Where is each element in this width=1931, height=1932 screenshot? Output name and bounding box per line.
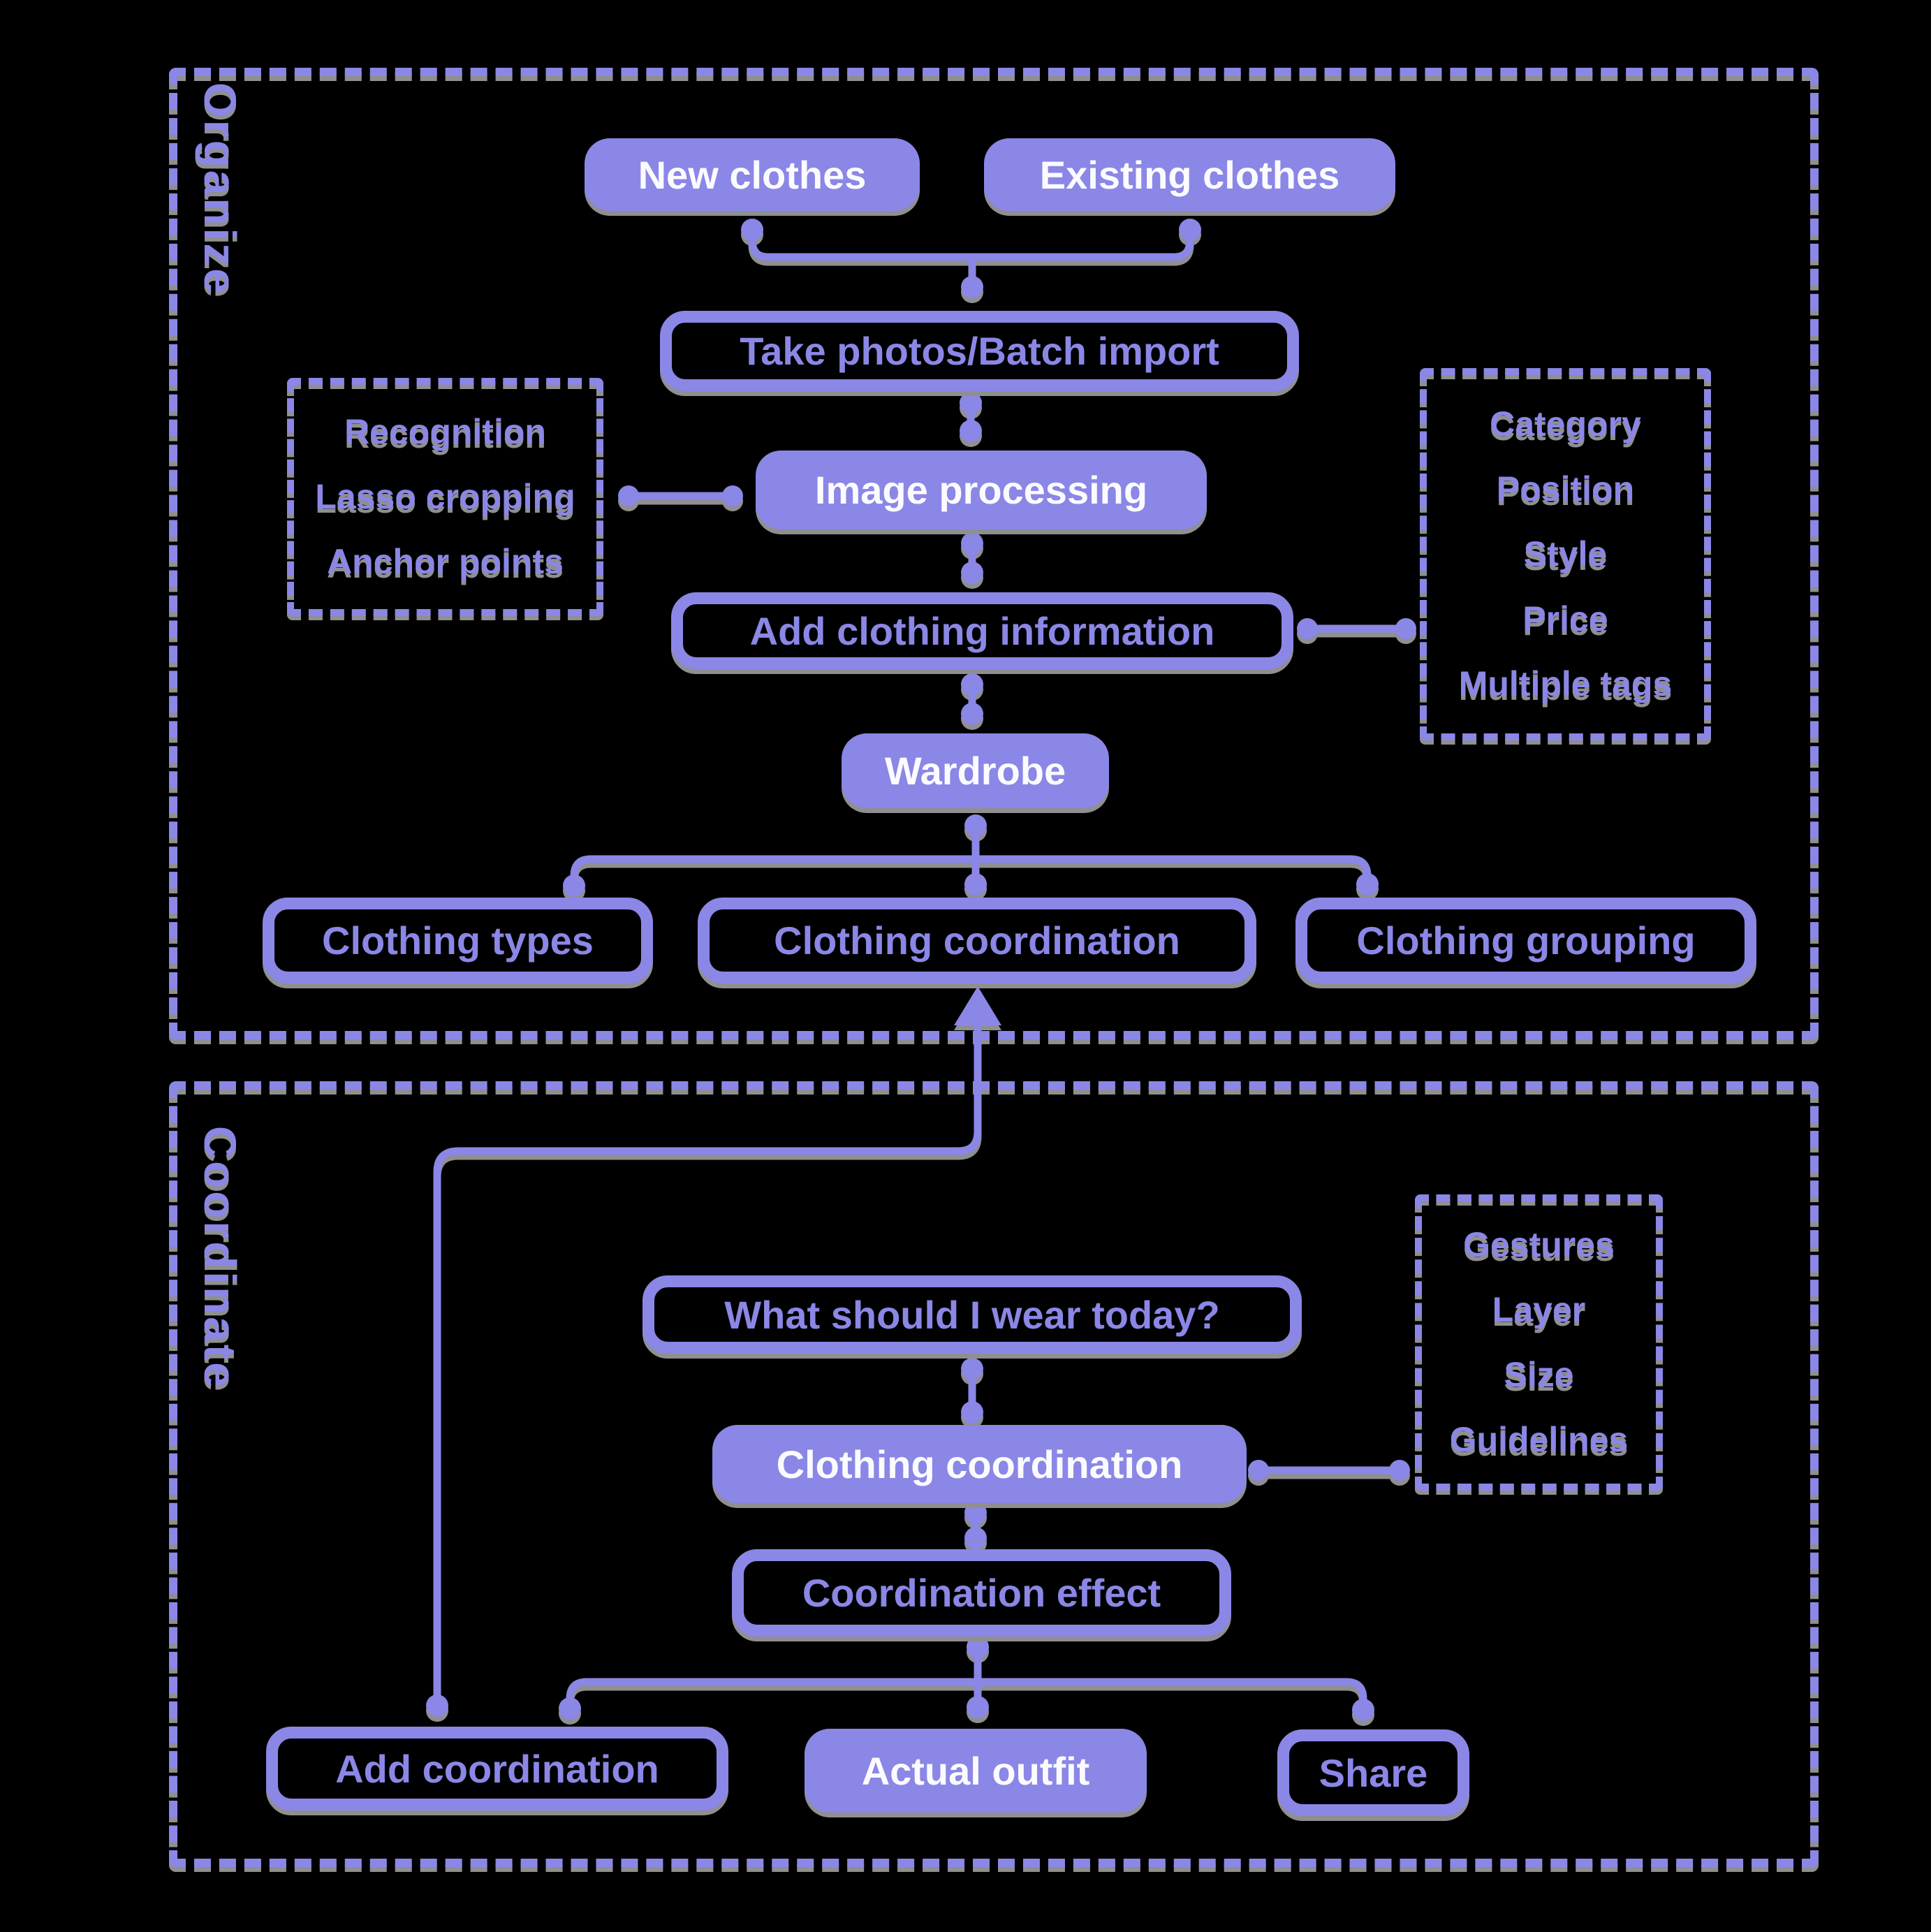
connector-add-coordination-to-clothing-coordination bbox=[426, 986, 1001, 1717]
coordinate-section-label: Coordinate bbox=[195, 1126, 245, 1390]
note-line: Guidelines bbox=[1449, 1420, 1629, 1459]
node-what-should-i-wear-today: What should I wear today? bbox=[643, 1275, 1302, 1354]
connector-wardrobe-branches bbox=[563, 814, 1379, 897]
note-line: Category bbox=[1490, 404, 1641, 444]
node-clothing-grouping: Clothing grouping bbox=[1295, 898, 1756, 983]
connector-question-to-clothing-coordination bbox=[961, 1358, 983, 1424]
connector-effect-branches bbox=[559, 1636, 1374, 1721]
notes-clothing-information: Category Position Style Price Multiple t… bbox=[1420, 368, 1711, 740]
node-actual-outfit: Actual outfit bbox=[805, 1729, 1147, 1813]
connector-notes-to-image-processing bbox=[618, 485, 743, 506]
node-add-clothing-information: Add clothing information bbox=[671, 592, 1293, 669]
organize-section-container bbox=[169, 68, 1819, 1039]
organize-section-label: Organize bbox=[195, 82, 245, 296]
note-line: Anchor points bbox=[327, 542, 564, 581]
note-line: Multiple tags bbox=[1458, 664, 1673, 703]
node-new-clothes: New clothes bbox=[585, 138, 920, 211]
node-take-photos-batch-import: Take photos/Batch import bbox=[660, 311, 1299, 391]
node-wardrobe: Wardrobe bbox=[842, 733, 1109, 808]
node-share: Share bbox=[1277, 1729, 1469, 1816]
connector-take-photos-to-image-processing bbox=[960, 392, 982, 442]
arrowhead-up bbox=[954, 986, 1001, 1025]
connector-add-info-to-notes bbox=[1297, 618, 1416, 639]
connector-clothing-coordination-to-effect bbox=[964, 1502, 987, 1549]
node-add-coordination: Add coordination bbox=[266, 1727, 728, 1810]
connector-add-info-to-wardrobe bbox=[961, 673, 983, 725]
note-line: Price bbox=[1522, 599, 1608, 638]
note-line: Style bbox=[1523, 534, 1608, 573]
note-line: Recognition bbox=[344, 412, 546, 451]
node-clothing-types: Clothing types bbox=[263, 898, 653, 983]
connector-existing-clothes-to-take-photos bbox=[961, 219, 1201, 298]
connector-new-clothes-to-take-photos bbox=[741, 219, 976, 261]
node-existing-clothes: Existing clothes bbox=[984, 138, 1395, 211]
node-image-processing: Image processing bbox=[756, 451, 1207, 529]
connector-image-processing-to-add-info bbox=[961, 532, 983, 584]
coordinate-section-container bbox=[169, 1081, 1819, 1867]
node-clothing-coordination-coordinate: Clothing coordination bbox=[712, 1425, 1247, 1503]
note-line: Layer bbox=[1492, 1290, 1586, 1329]
node-clothing-coordination-organize: Clothing coordination bbox=[698, 898, 1256, 983]
node-coordination-effect: Coordination effect bbox=[732, 1549, 1231, 1637]
notes-image-processing: Recognition Lasso cropping Anchor points bbox=[287, 378, 603, 616]
note-line: Lasso cropping bbox=[315, 477, 575, 516]
note-line: Size bbox=[1504, 1355, 1574, 1394]
note-line: Gestures bbox=[1463, 1225, 1615, 1264]
notes-clothing-coordination: Gestures Layer Size Guidelines bbox=[1415, 1194, 1663, 1491]
note-line: Position bbox=[1496, 469, 1635, 508]
connector-clothing-coordination-to-notes bbox=[1248, 1460, 1410, 1481]
